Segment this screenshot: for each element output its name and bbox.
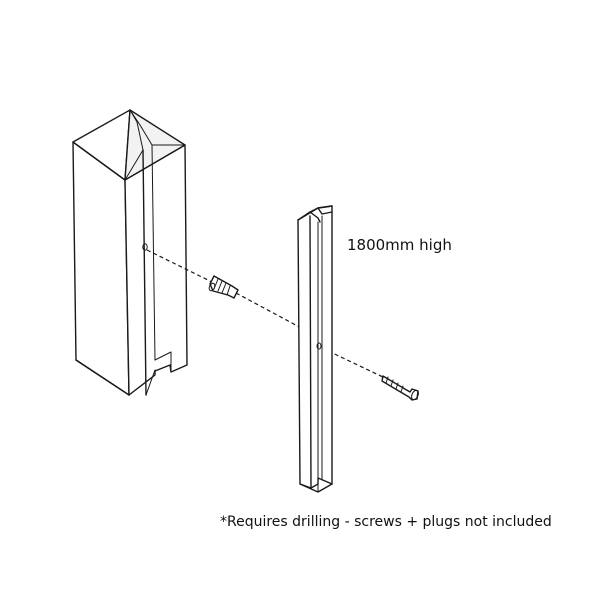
concrete-post [72, 109, 188, 396]
alignment-line [146, 249, 386, 379]
height-label: 1800mm high [347, 236, 452, 254]
channel-extender [297, 205, 333, 493]
drilling-note: *Requires drilling - screws + plugs not … [220, 514, 552, 530]
wall-plug [208, 275, 239, 299]
wood-screw [381, 375, 419, 401]
